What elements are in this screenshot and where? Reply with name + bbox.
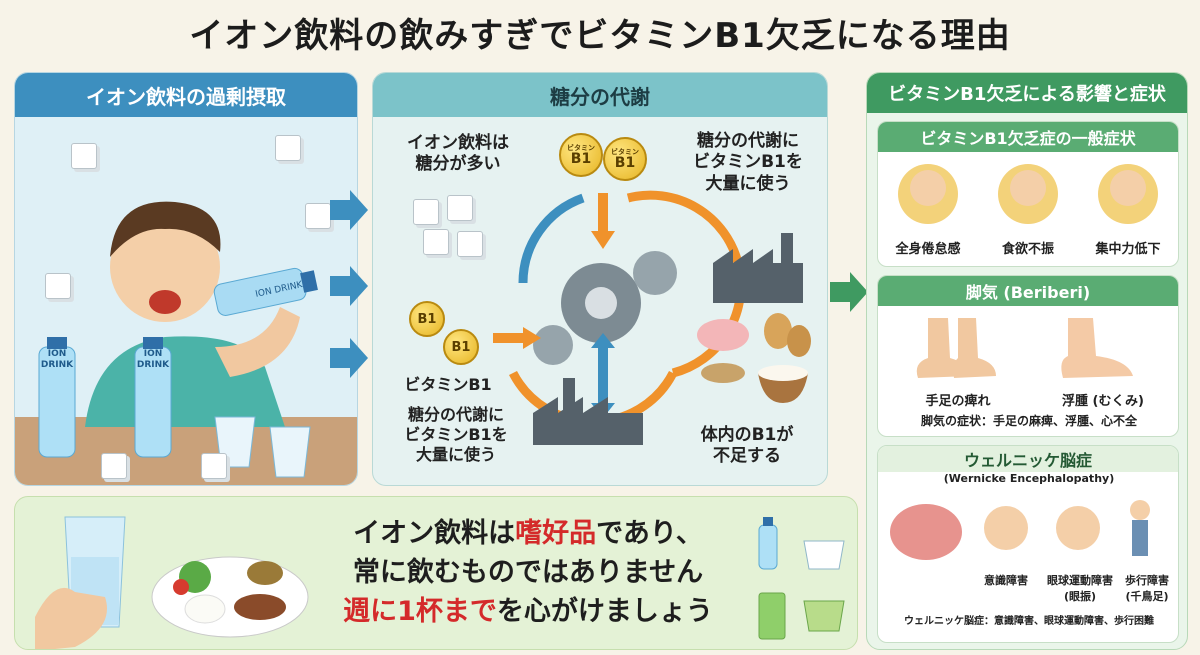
metabolism-heading: 糖分の代謝 [373, 73, 827, 117]
hand-glass-meal-illustration [35, 516, 309, 649]
metabolism-cycle-diagram [493, 190, 811, 445]
beriberi-heading: 脚気 (Beriberi) [878, 276, 1178, 306]
intake-heading: イオン飲料の過剰摂取 [15, 73, 357, 117]
vitamin-b1-coin-icon: B1 [409, 301, 445, 337]
sugar-cube-icon [201, 453, 227, 479]
sugar-cube-icon [447, 195, 473, 221]
sugar-cube-icon [413, 199, 439, 225]
drinking-boy-illustration: ION DRINK [15, 201, 357, 485]
symptom-edema: 浮腫 (むくみ) [1062, 394, 1144, 409]
symptom-numbness: 手足の痺れ [925, 394, 991, 409]
beriberi-card: 脚気 (Beriberi) 手足の痺れ 浮腫 (むくみ) 脚気の症状：手足の麻痺… [877, 275, 1179, 437]
flow-arrow-icon [830, 272, 868, 312]
sugar-text: イオン飲料は 糖分が多い [407, 133, 509, 175]
symptom-consciousness: 意識障害 [984, 574, 1028, 587]
drinks-illustration [758, 517, 845, 640]
sugar-cube-icon [275, 135, 301, 161]
sugar-cube-icon [71, 143, 97, 169]
message-panel [14, 496, 858, 650]
b1-usage-text-left: 糖分の代謝に ビタミンB1を 大量に使う [404, 405, 508, 464]
symptom-eye-movement: 眼球運動障害 (眼振) [1047, 574, 1113, 603]
sugar-cube-icon [457, 231, 483, 257]
sugar-cube-icon [101, 453, 127, 479]
sugar-cube-icon [45, 273, 71, 299]
vitamin-b1-coin-icon: B1 [443, 329, 479, 365]
wernicke-card: ウェルニッケ脳症 (Wernicke Encephalopathy) 意識障害 … [877, 445, 1179, 643]
vitamin-b1-coin-icon: ビタミン B1 [559, 133, 603, 177]
bottle-label: ION DRINK [40, 349, 74, 370]
flow-arrow-icon [330, 190, 368, 378]
wernicke-summary: ウェルニッケ脳症：意識障害、眼球運動障害、歩行困難 [904, 616, 1154, 627]
effects-panel: ビタミンB1欠乏による影響と症状 ビタミンB1欠乏症の一般症状 全身倦怠感 食欲… [866, 72, 1188, 650]
general-symptoms-card: ビタミンB1欠乏症の一般症状 全身倦怠感 食欲不振 集中力低下 [877, 121, 1179, 267]
advice-message: イオン飲料は嗜好品であり、 常に飲むものではありません 週に1杯までを心がけまし… [343, 518, 713, 628]
effects-heading: ビタミンB1欠乏による影響と症状 [867, 73, 1187, 113]
metabolism-panel: 糖分の代謝 イオン飲料は 糖分が多い ビタミン B1 ビタミン B1 [372, 72, 828, 486]
symptom-faces-illustration [898, 164, 1158, 224]
page-title: イオン飲料の飲みすぎでビタミンB1欠乏になる理由 [189, 15, 1011, 56]
b1-usage-text-right: 糖分の代謝に ビタミンB1を 大量に使う [693, 131, 803, 194]
symptom-poor-concentration: 集中力低下 [1095, 242, 1161, 257]
feet-illustration [916, 318, 1133, 378]
beriberi-summary: 脚気の症状：手足の麻痺、浮腫、心不全 [920, 414, 1137, 428]
intake-panel: イオン飲料の過剰摂取 ION DRINK ION DRINK ION DRINK [14, 72, 358, 486]
wernicke-subheading: (Wernicke Encephalopathy) [943, 472, 1115, 485]
symptom-appetite-loss: 食欲不振 [1001, 242, 1054, 257]
wernicke-illustration [890, 500, 1150, 560]
general-symptoms-heading: ビタミンB1欠乏症の一般症状 [878, 122, 1178, 152]
sugar-cube-icon [423, 229, 449, 255]
bottle-label: ION DRINK [136, 349, 170, 370]
wernicke-heading: ウェルニッケ脳症 [878, 446, 1178, 472]
symptom-gait: 歩行障害 (千鳥足) [1125, 574, 1169, 603]
b1-deficit-text: 体内のB1が 不足する [700, 425, 794, 467]
vitamin-b1-label: ビタミンB1 [404, 375, 492, 394]
vitamin-b1-coin-icon: ビタミン B1 [603, 137, 647, 181]
symptom-fatigue: 全身倦怠感 [895, 242, 961, 257]
sugar-cube-icon [305, 203, 331, 229]
